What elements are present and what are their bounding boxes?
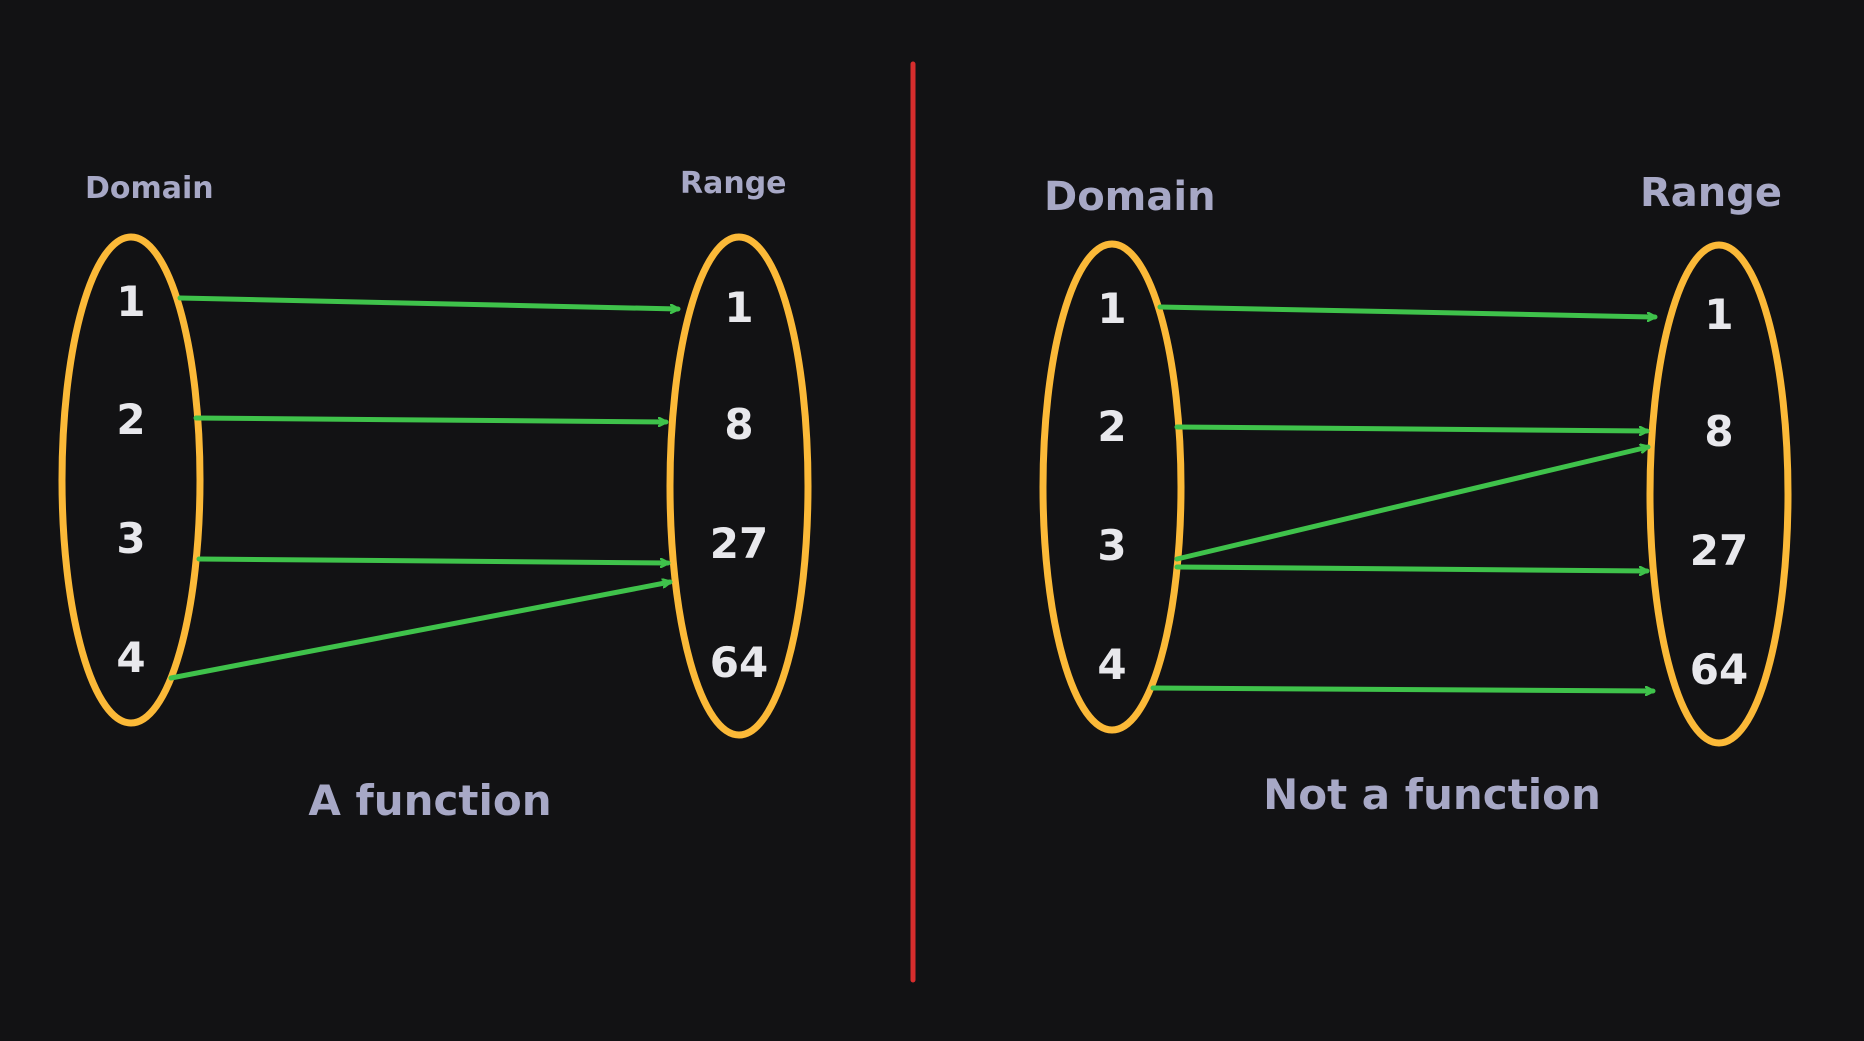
mapping-arrow xyxy=(1174,564,1650,571)
domain-ellipse xyxy=(58,233,204,727)
panel-right: Domain Range 1 2 3 4 1 8 27 64 Not a fun… xyxy=(1039,170,1792,819)
mapping-arrow xyxy=(1174,424,1650,431)
range-value: 8 xyxy=(724,400,753,449)
mapping-arrow xyxy=(1174,447,1651,562)
range-value: 27 xyxy=(710,519,768,568)
range-value: 8 xyxy=(1704,407,1733,456)
range-label: Range xyxy=(1640,170,1782,216)
domain-value: 4 xyxy=(116,633,145,682)
range-value: 1 xyxy=(1704,290,1733,339)
range-value: 1 xyxy=(724,283,753,332)
range-value: 27 xyxy=(1690,526,1748,575)
domain-value: 1 xyxy=(1097,284,1126,333)
domain-ellipse xyxy=(1039,240,1185,734)
mapping-arrow xyxy=(168,582,673,681)
domain-value: 1 xyxy=(116,277,145,326)
domain-value: 3 xyxy=(1097,521,1126,570)
mapping-arrow xyxy=(1157,304,1658,317)
range-ellipse xyxy=(666,233,812,739)
range-value: 64 xyxy=(710,638,768,687)
domain-label: Domain xyxy=(85,171,214,206)
domain-value: 2 xyxy=(116,395,145,444)
range-value: 64 xyxy=(1690,645,1748,694)
domain-value: 4 xyxy=(1097,640,1126,689)
mapping-arrow xyxy=(193,415,669,422)
range-ellipse xyxy=(1646,241,1792,747)
mapping-arrow xyxy=(177,295,681,309)
range-label: Range xyxy=(680,166,787,201)
mapping-arrow xyxy=(196,556,671,563)
caption: Not a function xyxy=(1263,770,1601,819)
domain-label: Domain xyxy=(1044,174,1216,220)
panel-left: Domain Range 1 2 3 4 1 8 27 64 A functio… xyxy=(58,166,812,825)
domain-value: 3 xyxy=(116,514,145,563)
caption: A function xyxy=(308,776,551,825)
mapping-arrow xyxy=(1150,685,1656,691)
domain-value: 2 xyxy=(1097,402,1126,451)
